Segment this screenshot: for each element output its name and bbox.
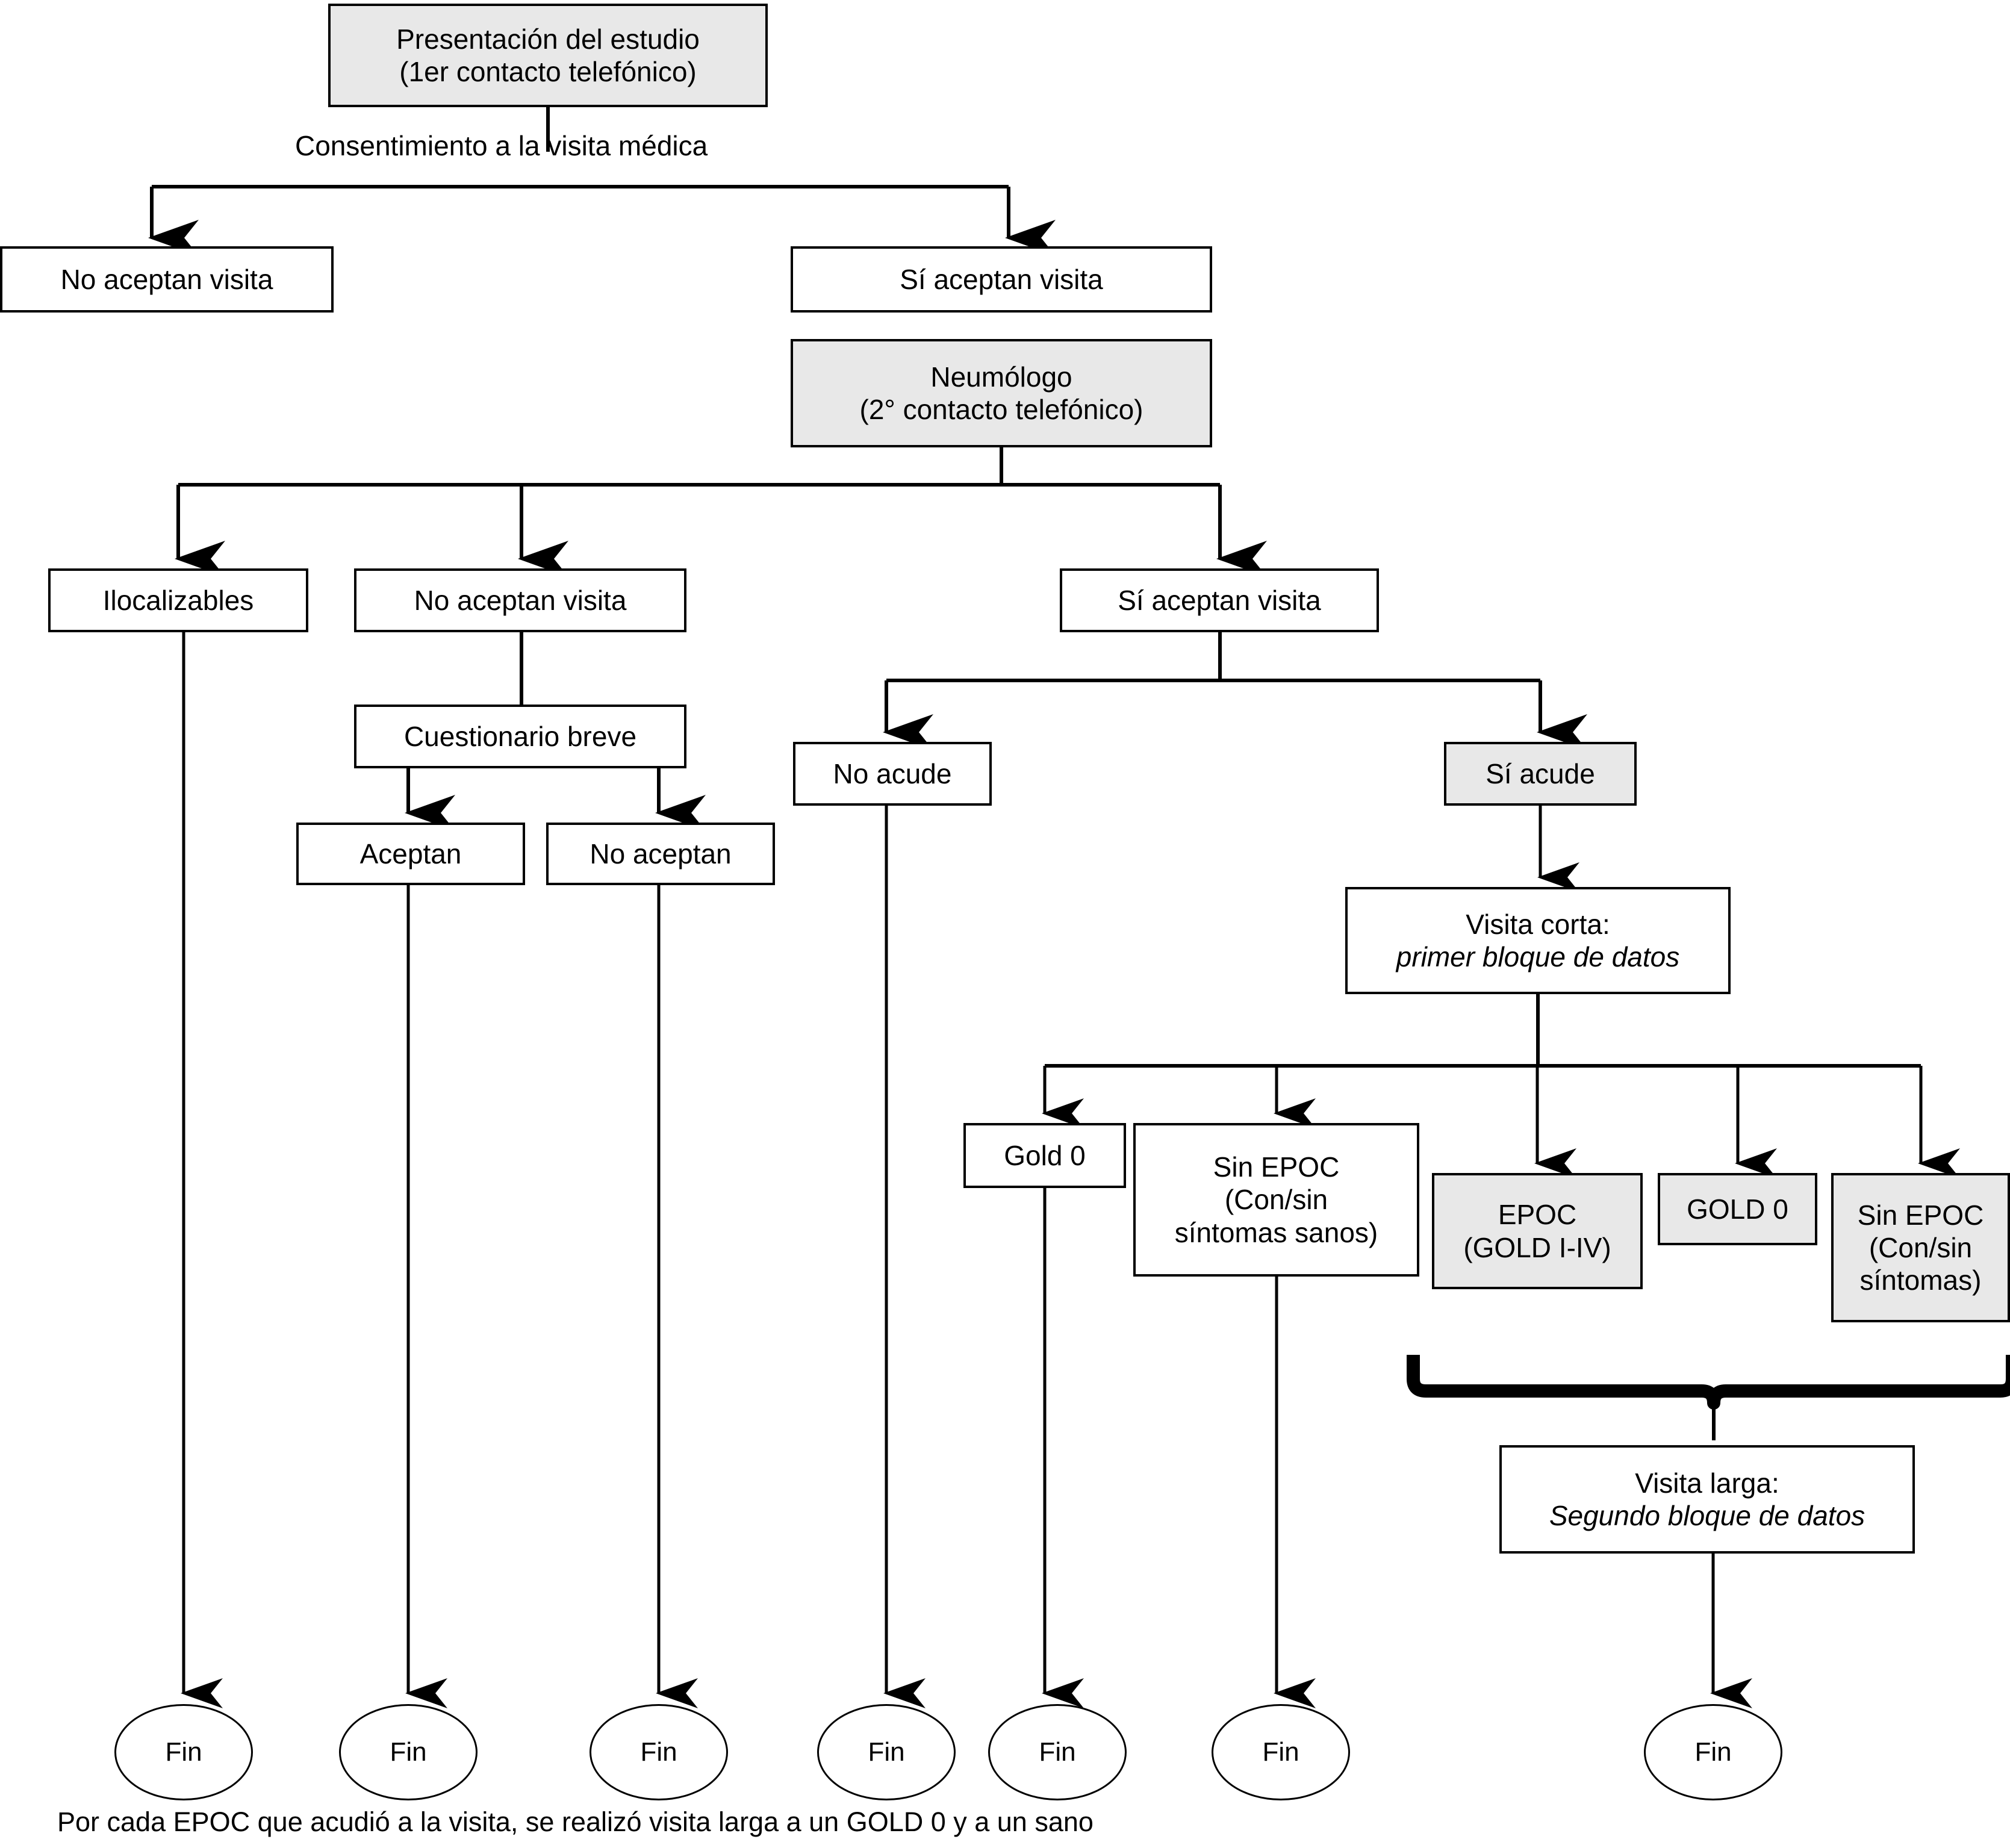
terminal-fin-3-label: Fin bbox=[640, 1737, 677, 1767]
node-sin-epoc-sanos-line-2: síntomas sanos) bbox=[1174, 1216, 1378, 1248]
node-gold-0-right: GOLD 0 bbox=[1658, 1173, 1817, 1245]
node-presentacion-line-1: (1er contacto telefónico) bbox=[399, 56, 697, 87]
node-visita-corta-line-0: Visita corta: bbox=[1466, 908, 1610, 940]
terminal-fin-2-label: Fin bbox=[390, 1737, 427, 1767]
node-si-aceptan-visita-2-line-0: Sí aceptan visita bbox=[1118, 584, 1321, 616]
node-si-aceptan-visita-1-line-0: Sí aceptan visita bbox=[900, 263, 1103, 295]
node-sin-epoc-sanos-line-1: (Con/sin bbox=[1224, 1184, 1328, 1216]
node-no-acude-line-0: No acude bbox=[833, 758, 952, 789]
node-gold-0-left: Gold 0 bbox=[963, 1123, 1126, 1188]
node-sin-epoc-sintomas-line-0: Sin EPOC bbox=[1857, 1199, 1984, 1231]
terminal-fin-1-label: Fin bbox=[165, 1737, 202, 1767]
consent-label: Consentimiento a la visita médica bbox=[295, 130, 708, 161]
node-no-aceptan-visita-2: No aceptan visita bbox=[354, 568, 686, 632]
node-si-acude: Sí acude bbox=[1444, 742, 1637, 806]
node-presentacion-line-0: Presentación del estudio bbox=[396, 23, 700, 55]
terminal-fin-2: Fin bbox=[339, 1704, 478, 1800]
node-epoc-gold-i-iv-line-0: EPOC bbox=[1498, 1199, 1577, 1231]
node-no-aceptan-visita-2-line-0: No aceptan visita bbox=[414, 584, 627, 616]
node-neumologo: Neumólogo(2° contacto telefónico) bbox=[791, 339, 1212, 447]
node-ilocalizables-line-0: Ilocalizables bbox=[102, 584, 254, 616]
terminal-fin-5-label: Fin bbox=[1039, 1737, 1076, 1767]
terminal-fin-6-label: Fin bbox=[1262, 1737, 1299, 1767]
node-gold-0-right-line-0: GOLD 0 bbox=[1687, 1193, 1788, 1225]
node-epoc-gold-i-iv: EPOC(GOLD I-IV) bbox=[1432, 1173, 1643, 1289]
terminal-fin-6: Fin bbox=[1212, 1704, 1350, 1800]
node-no-aceptan-visita-1: No aceptan visita bbox=[0, 246, 334, 313]
node-visita-larga-line-0: Visita larga: bbox=[1635, 1467, 1779, 1499]
node-neumologo-line-0: Neumólogo bbox=[930, 361, 1072, 393]
node-presentacion: Presentación del estudio(1er contacto te… bbox=[328, 4, 768, 107]
node-si-acude-line-0: Sí acude bbox=[1486, 758, 1595, 789]
footnote-text: Por cada EPOC que acudió a la visita, se… bbox=[57, 1806, 1094, 1837]
terminal-fin-4: Fin bbox=[817, 1704, 956, 1800]
node-aceptan: Aceptan bbox=[296, 823, 525, 885]
node-si-aceptan-visita-1: Sí aceptan visita bbox=[791, 246, 1212, 313]
node-cuestionario-breve: Cuestionario breve bbox=[354, 705, 686, 768]
node-visita-larga-line-1: Segundo bloque de datos bbox=[1549, 1500, 1865, 1531]
node-epoc-gold-i-iv-line-1: (GOLD I-IV) bbox=[1463, 1231, 1611, 1263]
terminal-fin-3: Fin bbox=[590, 1704, 728, 1800]
node-si-aceptan-visita-2: Sí aceptan visita bbox=[1060, 568, 1379, 632]
node-sin-epoc-sintomas-line-1: (Con/sin bbox=[1868, 1231, 1973, 1263]
terminal-fin-5: Fin bbox=[988, 1704, 1127, 1800]
node-ilocalizables: Ilocalizables bbox=[48, 568, 308, 632]
node-no-aceptan-line-0: No aceptan bbox=[590, 838, 732, 870]
terminal-fin-7-label: Fin bbox=[1694, 1737, 1732, 1767]
node-cuestionario-breve-line-0: Cuestionario breve bbox=[403, 720, 637, 752]
terminal-fin-7: Fin bbox=[1644, 1704, 1782, 1800]
node-aceptan-line-0: Aceptan bbox=[359, 838, 462, 870]
node-visita-larga: Visita larga:Segundo bloque de datos bbox=[1499, 1445, 1915, 1554]
node-no-acude: No acude bbox=[793, 742, 992, 806]
node-no-aceptan-visita-1-line-0: No aceptan visita bbox=[60, 263, 273, 295]
node-sin-epoc-sanos-line-0: Sin EPOC bbox=[1213, 1151, 1340, 1183]
node-neumologo-line-1: (2° contacto telefónico) bbox=[859, 394, 1143, 425]
terminal-fin-1: Fin bbox=[114, 1704, 253, 1800]
node-gold-0-left-line-0: Gold 0 bbox=[1004, 1139, 1086, 1171]
node-visita-corta-line-1: primer bloque de datos bbox=[1396, 941, 1680, 972]
node-no-aceptan: No aceptan bbox=[546, 823, 775, 885]
node-sin-epoc-sintomas-line-2: síntomas) bbox=[1859, 1265, 1982, 1296]
node-visita-corta: Visita corta:primer bloque de datos bbox=[1345, 887, 1731, 994]
terminal-fin-4-label: Fin bbox=[868, 1737, 905, 1767]
